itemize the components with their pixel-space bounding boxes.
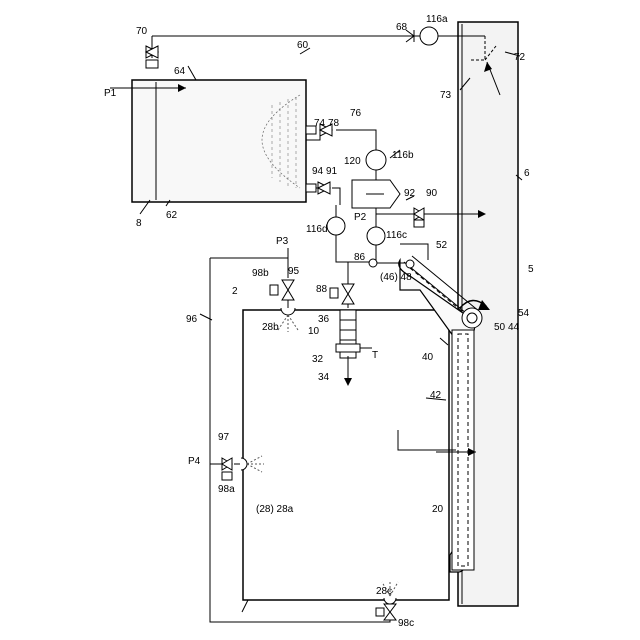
nozzle-28a (241, 458, 247, 470)
valve-98c (384, 604, 396, 612)
valve-88-b (342, 294, 354, 304)
valve-92-actuator (414, 220, 424, 227)
label-76: 76 (350, 108, 362, 119)
spray-28b (278, 315, 298, 332)
pump-116d (327, 217, 345, 235)
label-28-28a: (28) 28a (256, 504, 294, 515)
label-94: 94 (312, 166, 324, 177)
label-95: 95 (288, 266, 300, 277)
nozzle-28c (384, 598, 396, 604)
label-92: 92 (404, 188, 416, 199)
label-116a: 116a (426, 14, 448, 25)
valve-97-actuator (222, 472, 232, 480)
label-P3: P3 (276, 236, 289, 247)
roller-48 (406, 260, 414, 268)
valve-98c-b (384, 612, 396, 620)
label-6: 6 (524, 168, 530, 179)
label-98a: 98a (218, 484, 235, 495)
label-62: 62 (166, 210, 178, 221)
label-72: 72 (514, 52, 526, 63)
spray-28a (247, 456, 264, 472)
junction-86 (369, 259, 377, 267)
valve-88 (342, 284, 354, 294)
valve-94-actuator (306, 184, 316, 192)
label-120: 120 (344, 156, 361, 167)
roller-44 (467, 313, 477, 323)
label-20: 20 (432, 504, 444, 515)
label-44: 44 (508, 322, 520, 333)
label-32: 32 (312, 354, 324, 365)
label-28c: 28c (376, 586, 392, 597)
label-34: 34 (318, 372, 330, 383)
label-70: 70 (136, 26, 148, 37)
pump-116c (367, 227, 385, 245)
label-46-48: (46) 48 (380, 272, 412, 283)
conveyor-left-wall (398, 430, 456, 450)
label-86: 86 (354, 252, 366, 263)
label-54: 54 (518, 308, 530, 319)
valve-70-actuator (146, 60, 158, 68)
pipe-96 (210, 258, 390, 622)
label-64: 64 (174, 66, 186, 77)
label-90: 90 (426, 188, 438, 199)
label-42: 42 (430, 390, 442, 401)
label-10: 10 (308, 326, 320, 337)
label-T: T (372, 350, 378, 361)
valve-95 (282, 280, 294, 290)
valve-88-actuator (330, 288, 338, 298)
label-36: 36 (318, 314, 330, 325)
valve-95-actuator (270, 285, 278, 295)
label-52: 52 (436, 240, 448, 251)
shaft-collar (336, 344, 360, 352)
label-116c: 116c (386, 230, 407, 241)
label-78: 78 (328, 118, 340, 129)
nozzle-28b (281, 308, 295, 315)
pump-116a (420, 27, 438, 45)
label-96: 96 (186, 314, 198, 325)
valve-95-b (282, 290, 294, 300)
label-68: 68 (396, 22, 408, 33)
label-60: 60 (297, 40, 309, 51)
label-40: 40 (422, 352, 434, 363)
valve-98c-actuator (376, 608, 384, 616)
label-116b: 116b (392, 150, 414, 161)
label-116d: 116d (306, 224, 328, 235)
label-98b: 98b (252, 268, 269, 279)
label-2: 2 (232, 286, 238, 297)
label-88: 88 (316, 284, 328, 295)
label-P1: P1 (104, 88, 117, 99)
label-P2: P2 (354, 212, 367, 223)
label-P4: P4 (188, 456, 201, 467)
label-8: 8 (136, 218, 142, 229)
pump-116b (366, 150, 386, 170)
label-73: 73 (440, 90, 452, 101)
label-5: 5 (528, 264, 534, 275)
label-28b: 28b (262, 322, 279, 333)
label-97: 97 (218, 432, 230, 443)
shaft-arrow-head (344, 378, 352, 386)
label-98c: 98c (398, 618, 414, 629)
label-91: 91 (326, 166, 338, 177)
label-74: 74 (314, 118, 326, 129)
label-50: 50 (494, 322, 506, 333)
